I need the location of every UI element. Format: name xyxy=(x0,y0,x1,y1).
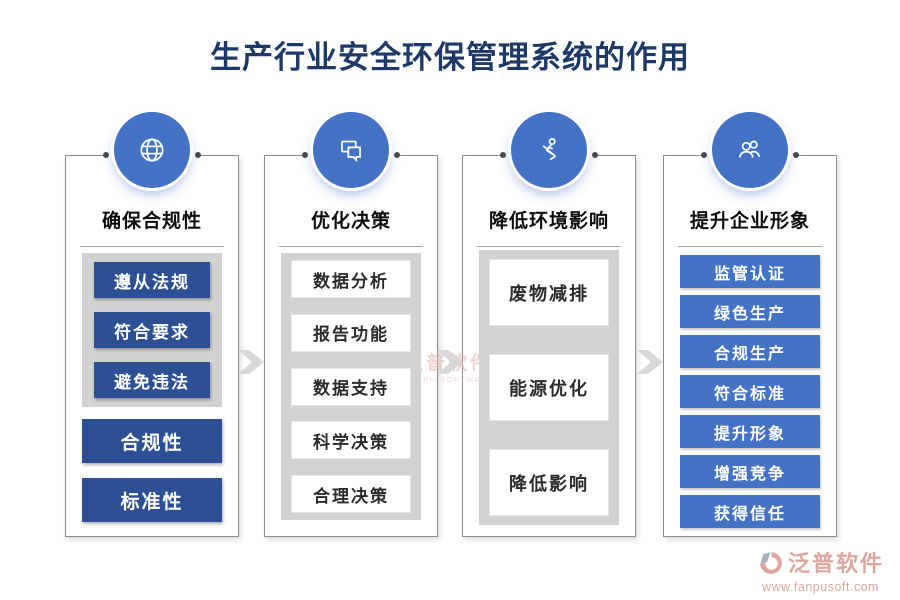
item-pill: 科学决策 xyxy=(291,421,411,460)
globe-icon xyxy=(140,138,164,162)
heading-divider xyxy=(279,246,423,247)
item-pill: 合规性 xyxy=(82,419,222,463)
sweeper-person-icon xyxy=(542,137,556,161)
column-badge xyxy=(712,112,788,188)
column-optimize-decisions: 优化决策 数据分析 报告功能 数据支持 科学决策 合理决策 xyxy=(264,112,438,544)
page-title: 生产行业安全环保管理系统的作用 xyxy=(210,40,690,75)
heading-divider xyxy=(678,246,822,247)
item-pill: 降低影响 xyxy=(489,449,609,516)
fanpu-logo-icon xyxy=(760,551,782,574)
item-pill: 报告功能 xyxy=(291,313,411,352)
footer-brand-block: 泛普软件 www.fanpusoft.com xyxy=(757,546,884,594)
chat-bubbles-icon xyxy=(341,140,361,163)
item-pill: 能源优化 xyxy=(489,354,609,421)
column-heading: 确保合规性 xyxy=(101,211,202,232)
column-badge xyxy=(511,112,587,188)
item-pill: 合规生产 xyxy=(680,335,820,368)
item-pill: 符合标准 xyxy=(680,375,820,408)
connector-dot xyxy=(592,152,598,158)
chevron-right-icon xyxy=(437,350,463,374)
heading-divider xyxy=(80,246,224,247)
column-badge xyxy=(313,112,389,188)
item-pill: 数据分析 xyxy=(291,260,411,298)
column-badge xyxy=(114,112,190,188)
column-reduce-impact: 降低环境影响 废物减排 能源优化 降低影响 xyxy=(462,112,636,544)
item-pill: 数据支持 xyxy=(291,367,411,406)
column-heading: 优化决策 xyxy=(310,211,391,232)
item-pill: 符合要求 xyxy=(94,312,210,348)
connector-dot xyxy=(195,152,201,158)
connector-dot xyxy=(701,152,707,158)
item-pill: 提升形象 xyxy=(680,415,820,448)
column-enhance-image: 提升企业形象 监管认证 绿色生产 合规生产 符合标准 提升形象 增强竞争 获得信… xyxy=(663,112,837,544)
people-icon xyxy=(739,140,760,158)
item-pill: 监管认证 xyxy=(680,255,820,288)
item-pill: 获得信任 xyxy=(680,495,820,528)
chevron-right-icon xyxy=(637,350,663,374)
chevron-right-icon xyxy=(238,350,264,374)
connector-dot xyxy=(103,152,109,158)
item-group: 数据分析 报告功能 数据支持 科学决策 合理决策 xyxy=(281,253,421,520)
item-pill: 增强竞争 xyxy=(680,455,820,488)
item-pill: 废物减排 xyxy=(489,259,609,326)
footer-url: www.fanpusoft.com xyxy=(762,580,879,594)
footer-brand: 泛普软件 xyxy=(787,551,884,576)
heading-divider xyxy=(477,246,621,247)
connector-dot xyxy=(302,152,308,158)
connector-dot xyxy=(500,152,506,158)
column-ensure-compliance: 确保合规性 遵从法规 符合要求 避免违法 合规性 标准性 xyxy=(65,112,239,544)
column-heading: 降低环境影响 xyxy=(488,211,609,232)
item-pill: 标准性 xyxy=(82,478,222,522)
item-pill: 绿色生产 xyxy=(680,295,820,328)
watermark-brand: 泛普软件 xyxy=(404,353,493,374)
watermark-subtitle: FANPU SOFTWARE xyxy=(404,375,495,384)
item-pill: 合理决策 xyxy=(291,475,411,513)
item-group: 废物减排 能源优化 降低影响 xyxy=(479,250,619,525)
item-pill: 避免违法 xyxy=(94,362,210,398)
connector-dot xyxy=(394,152,400,158)
column-heading: 提升企业形象 xyxy=(689,211,810,232)
item-pill: 遵从法规 xyxy=(94,262,210,298)
item-group: 遵从法规 符合要求 避免违法 xyxy=(82,253,222,407)
connector-dot xyxy=(793,152,799,158)
